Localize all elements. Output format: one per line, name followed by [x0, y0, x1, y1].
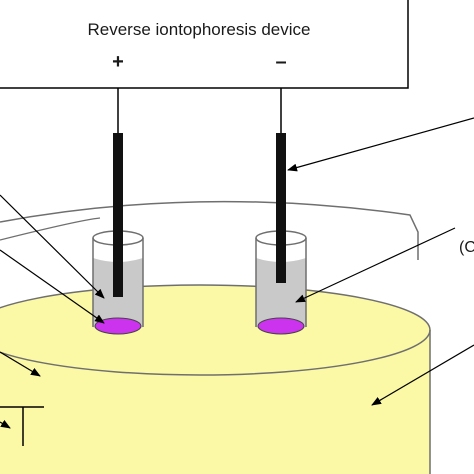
anode-label: +	[112, 51, 124, 73]
device-title: Reverse iontophoresis device	[87, 20, 310, 39]
arrow-chamber-right	[295, 227, 456, 303]
anode-electrode	[113, 133, 123, 297]
arrow-left-bottom	[0, 419, 11, 429]
right-glucose-drop	[257, 317, 305, 335]
arrow-left-gel	[0, 351, 41, 377]
cathode-electrode	[276, 133, 286, 283]
pointer-arrows	[0, 117, 474, 429]
cathode-label: –	[275, 51, 286, 73]
side-label: (C	[459, 239, 474, 256]
right-chamber-fluid	[256, 258, 306, 333]
left-chamber-walls	[92, 238, 144, 327]
device-box	[0, 0, 409, 89]
thickness-marker	[0, 406, 44, 446]
arrow-left-drop	[0, 249, 105, 324]
arrow-left-chamber	[0, 194, 105, 299]
container-rim-inner	[0, 217, 101, 241]
right-chamber-walls	[255, 238, 307, 327]
left-chamber	[92, 133, 144, 335]
gel-layer	[0, 284, 431, 474]
right-chamber	[255, 133, 307, 335]
left-glucose-drop	[94, 317, 142, 335]
container-rim	[0, 200, 419, 260]
arrow-electrode	[287, 117, 474, 172]
arrow-gel-right	[371, 344, 474, 406]
gel-top-surface	[0, 284, 431, 376]
